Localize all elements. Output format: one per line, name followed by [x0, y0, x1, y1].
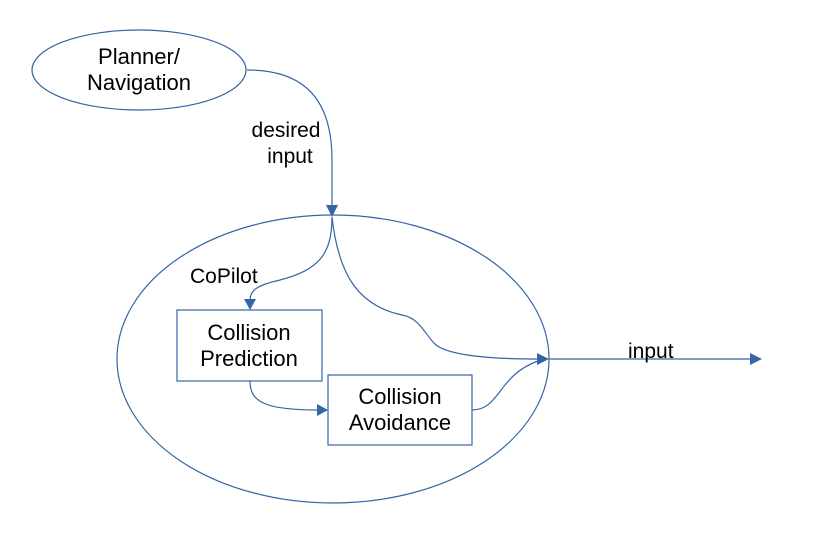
prediction-to-avoidance-edge [249, 380, 319, 411]
collision-prediction-label-line2: Prediction [200, 346, 298, 371]
to-prediction-edge [249, 216, 333, 301]
desired-input-label-line1: desired [252, 119, 321, 142]
planner-label-line1: Planner/ [98, 44, 181, 69]
planner-navigation-ellipse [31, 29, 247, 111]
collision-avoidance-label-line1: Collision [358, 384, 441, 409]
output-label: input [628, 340, 674, 363]
collision-avoidance-box [327, 374, 473, 446]
collision-prediction-label-line1: Collision [207, 320, 290, 345]
to-prediction-arrowhead [244, 299, 256, 310]
merge-arrowhead [537, 353, 549, 365]
prediction-to-avoidance-arrowhead [317, 404, 328, 416]
bypass-edge [331, 216, 539, 360]
collision-avoidance-label-line2: Avoidance [349, 410, 451, 435]
copilot-label: CoPilot [190, 265, 258, 288]
collision-prediction-box [176, 309, 323, 382]
desired-input-edge [246, 69, 333, 207]
desired-input-arrowhead [326, 205, 338, 217]
avoidance-to-merge-edge [471, 360, 539, 411]
planner-label-line2: Navigation [87, 70, 191, 95]
desired-input-label-line2: input [267, 145, 313, 168]
output-arrowhead [750, 353, 762, 365]
